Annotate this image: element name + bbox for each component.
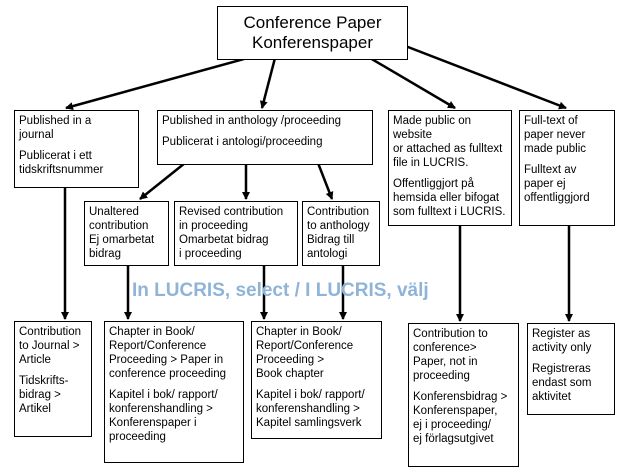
result-chapter-book-box: Chapter in Book/ Report/Conference Proce… [251,321,382,439]
result-article-sv: Tidskrifts- bidrag > Artikel [19,375,69,415]
result-activity-sv: Registreras endast som aktivitet [532,363,592,403]
arrow-root-to-website [369,56,456,110]
arrow-anthology-to-contribution [316,162,334,200]
revised-box: Revised contribution in proceeding Omarb… [174,201,298,266]
result-activity-en: Register as activity only [532,328,592,354]
arrow-anthology-to-unaltered [139,162,186,200]
never-text-en: Full-text of paper never made public [524,115,587,155]
arrow-root-to-never [394,40,567,110]
result-chapter-book-en: Chapter in Book/ Report/Conference Proce… [256,326,354,380]
revised-text: Revised contribution in proceeding Omarb… [179,206,284,260]
root-title-en: Conference Paper [243,13,382,32]
result-chapter-conf-box: Chapter in Book/ Report/Conference Proce… [104,321,244,463]
root-box: Conference Paper Konferenspaper [217,6,408,60]
contribution-anthology-box: Contribution to anthology Bidrag till an… [302,201,380,266]
journal-text-sv: Publicerat i ett tidskriftsnummer [19,150,104,176]
result-conference-en: Contribution to conference> Paper, not i… [413,328,488,382]
result-activity-box: Register as activity only Registreras en… [527,323,615,415]
journal-box: Published in a journal Publicerat i ett … [14,110,139,188]
result-article-en: Contribution to Journal > Article [19,326,82,366]
root-title-sv: Konferenspaper [252,33,373,52]
arrow-root-to-journal [65,54,256,110]
anthology-text-en: Published in anthology /proceeding [162,115,342,127]
lucris-select-banner: In LUCRIS, select / I LUCRIS, välj [132,280,429,301]
result-chapter-book-sv: Kapitel i bok/ rapport/ konferenshandlin… [256,389,365,429]
arrow-root-to-anthology [259,57,277,109]
result-article-box: Contribution to Journal > Article Tidskr… [14,321,92,437]
contribution-anthology-text: Contribution to anthology Bidrag till an… [307,206,370,260]
never-text-sv: Fulltext av paper ej offentliggjord [524,164,590,204]
result-chapter-conf-en: Chapter in Book/ Report/Conference Proce… [109,326,226,380]
result-conference-box: Contribution to conference> Paper, not i… [408,323,519,467]
anthology-box: Published in anthology /proceeding Publi… [157,110,373,165]
website-text-sv: Offentliggjort på hemsida eller bifogat … [393,178,506,218]
journal-text-en: Published in a journal [19,115,92,141]
unaltered-box: Unaltered contribution Ej omarbetat bidr… [84,201,169,266]
website-box: Made public on website or attached as fu… [388,110,512,226]
anthology-text-sv: Publicerat i antologi/proceeding [162,136,323,148]
website-text-en: Made public on website or attached as fu… [393,115,503,169]
never-public-box: Full-text of paper never made public Ful… [519,110,615,226]
result-chapter-conf-sv: Kapitel i bok/ rapport/ konferenshandlin… [109,389,218,443]
unaltered-text: Unaltered contribution Ej omarbetat bidr… [89,206,155,260]
result-conference-sv: Konferensbidrag > Konferenspaper, ej i p… [413,391,508,445]
